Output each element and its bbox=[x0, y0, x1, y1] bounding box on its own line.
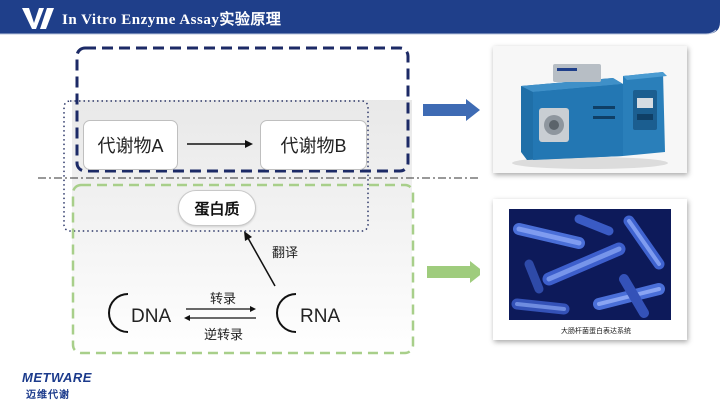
protein-pill: 蛋白质 bbox=[178, 190, 256, 226]
metabolite-frame bbox=[75, 46, 410, 173]
rna-label: RNA bbox=[300, 306, 341, 327]
page-title: In Vitro Enzyme Assay实验原理 bbox=[62, 12, 282, 28]
metabolite-b-box: 代谢物B bbox=[260, 120, 367, 170]
header-background bbox=[0, 0, 720, 35]
bacteria-image-card: 大肠杆菌蛋白表达系统 bbox=[493, 199, 687, 340]
header-bar: In Vitro Enzyme Assay实验原理 bbox=[0, 0, 720, 38]
instrument-illustration bbox=[493, 46, 687, 173]
bacteria-caption: 大肠杆菌蛋白表达系统 bbox=[561, 328, 631, 335]
dotted-frame bbox=[63, 100, 369, 232]
dna-label: DNA bbox=[131, 306, 172, 327]
dna-arc-icon bbox=[108, 293, 129, 333]
rna-arc-icon bbox=[276, 293, 297, 333]
protein-label: 蛋白质 bbox=[194, 200, 240, 218]
translation-arrow bbox=[247, 237, 276, 287]
transcription-label: 转录 bbox=[210, 291, 237, 306]
metabolite-b-label: 代谢物B bbox=[280, 136, 347, 156]
w-logo-icon bbox=[22, 8, 54, 29]
mass-spectrometer-image bbox=[493, 46, 687, 173]
gene-expression-frame bbox=[71, 183, 415, 355]
metware-chinese-logo: 迈维代谢 bbox=[26, 390, 70, 401]
metware-logo: METWARE bbox=[22, 370, 92, 385]
reverse-transcription-label: 逆转录 bbox=[204, 327, 244, 342]
metabolite-a-label: 代谢物A bbox=[97, 136, 164, 156]
e-coli-micrograph bbox=[509, 209, 671, 320]
metabolite-a-box: 代谢物A bbox=[83, 120, 178, 170]
translation-label: 翻译 bbox=[272, 245, 299, 260]
green-right-arrow-icon bbox=[427, 261, 480, 283]
blue-right-arrow-icon bbox=[423, 99, 480, 121]
